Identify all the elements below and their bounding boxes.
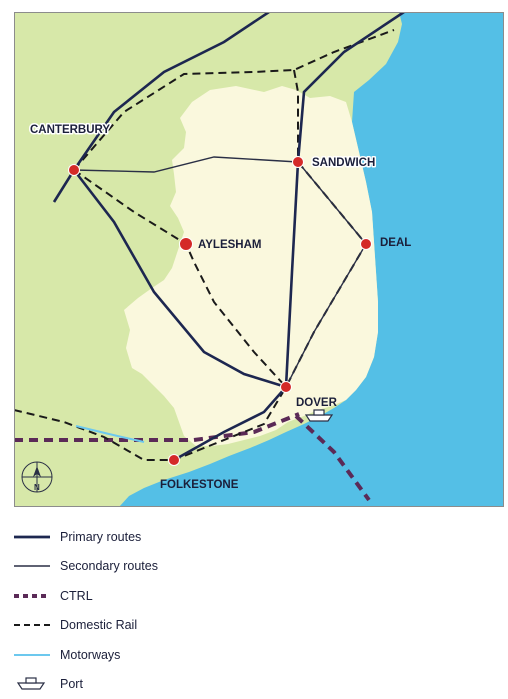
town-marker-dover bbox=[281, 382, 292, 393]
primary-route-swatch bbox=[14, 529, 54, 545]
map-panel: CANTERBURY SANDWICH AYLESHAM DEAL DOVER … bbox=[14, 12, 504, 507]
map-legend: Primary routes Secondary routes CTRL Dom… bbox=[14, 522, 314, 699]
legend-item-rail: Domestic Rail bbox=[14, 611, 314, 641]
map-canvas: CANTERBURY SANDWICH AYLESHAM DEAL DOVER … bbox=[14, 12, 504, 507]
town-label-dover: DOVER bbox=[296, 397, 338, 409]
legend-item-ctrl: CTRL bbox=[14, 581, 314, 611]
town-label-folkestone: FOLKESTONE bbox=[160, 479, 239, 491]
town-label-canterbury: CANTERBURY bbox=[30, 124, 110, 136]
legend-label-motorway: Motorways bbox=[60, 648, 120, 662]
secondary-route-swatch bbox=[14, 558, 54, 574]
legend-label-secondary: Secondary routes bbox=[60, 559, 158, 573]
legend-item-motorway: Motorways bbox=[14, 640, 314, 670]
legend-item-primary: Primary routes bbox=[14, 522, 314, 552]
town-marker-aylesham bbox=[180, 238, 193, 251]
town-marker-deal bbox=[361, 239, 372, 250]
north-arrow-icon: N bbox=[22, 462, 52, 492]
domestic-rail-swatch bbox=[14, 617, 54, 633]
town-marker-sandwich bbox=[293, 157, 304, 168]
north-label: N bbox=[34, 483, 40, 492]
town-marker-canterbury bbox=[69, 165, 80, 176]
ctrl-swatch bbox=[14, 588, 54, 604]
town-label-aylesham: AYLESHAM bbox=[198, 239, 261, 251]
legend-label-ctrl: CTRL bbox=[60, 589, 93, 603]
motorway-swatch bbox=[14, 647, 54, 663]
town-label-deal: DEAL bbox=[380, 237, 411, 249]
legend-item-secondary: Secondary routes bbox=[14, 552, 314, 582]
legend-label-primary: Primary routes bbox=[60, 530, 141, 544]
town-label-sandwich: SANDWICH bbox=[312, 157, 375, 169]
legend-label-port: Port bbox=[60, 677, 83, 691]
port-ship-icon bbox=[14, 676, 54, 692]
legend-item-port: Port bbox=[14, 670, 314, 699]
legend-label-rail: Domestic Rail bbox=[60, 618, 137, 632]
town-marker-folkestone bbox=[169, 455, 180, 466]
